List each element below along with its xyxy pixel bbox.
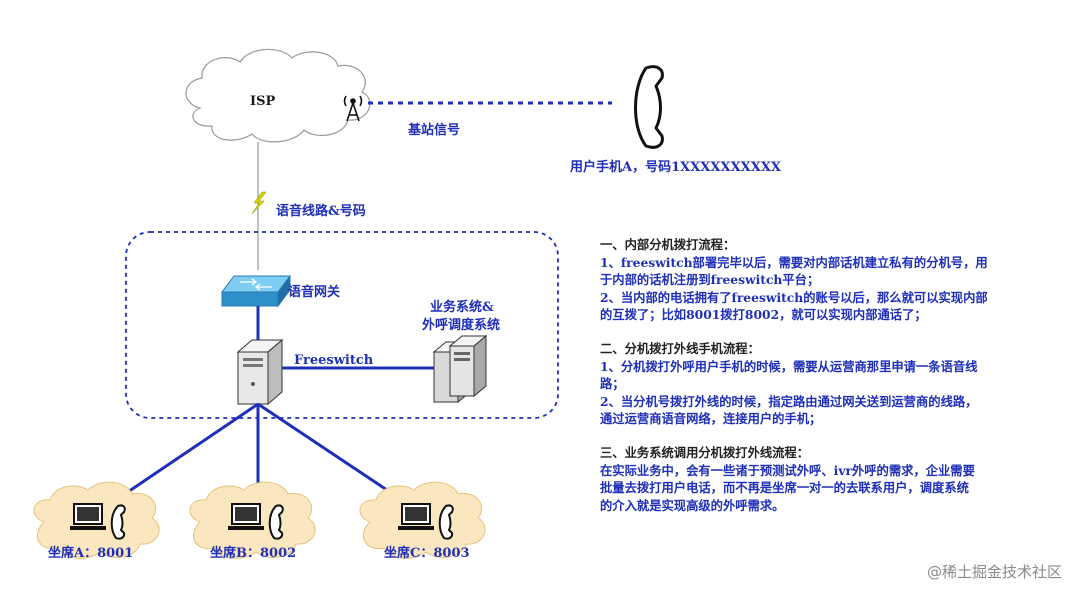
radio-tower-icon <box>343 95 363 122</box>
phone-handset-icon <box>634 65 664 149</box>
note-section-external: 二、分机拨打外线手机流程： 1、分机拨打外呼用户手机的时候，需要从运营商那里申请… <box>600 340 1010 428</box>
note-title: 二、分机拨打外线手机流程： <box>600 340 760 356</box>
note-line: 2、当分机号拨打外线的时候，指定路由通过网关送到运营商的线路， <box>600 393 978 409</box>
note-line: 1、分机拨打外呼用户手机的时候，需要从运营商那里申请一条语音线 <box>600 358 978 374</box>
gateway-label: 语音网关 <box>288 285 341 300</box>
note-line: 的介入就是实现高级的外呼需求。 <box>600 497 785 513</box>
note-line: 2、当内部的电话拥有了freeswitch的账号以后，那么就可以实现内部 <box>600 289 988 305</box>
note-line: 路； <box>600 376 625 392</box>
freeswitch-server-icon <box>236 338 284 406</box>
seat-a-phone-icon <box>110 504 126 540</box>
isp-label: ISP <box>250 94 276 109</box>
business-server-icon <box>432 334 488 404</box>
lightning-icon <box>251 191 267 215</box>
seat-a-line <box>115 402 259 502</box>
seat-b-label: 坐席B：8002 <box>210 546 297 561</box>
seat-c-label: 坐席C：8003 <box>384 546 470 561</box>
note-line: 的互拨了；比如8001拨打8002，就可以实现内部通话了； <box>600 307 927 323</box>
note-line: 在实际业务中，会有一些诸于预测试外呼、ivr外呼的需求，企业需要 <box>600 462 975 478</box>
note-title: 一、内部分机拨打流程： <box>600 237 736 252</box>
note-line: 通过运营商语音网络，连接用户的手机； <box>600 411 822 427</box>
lan-boundary <box>125 231 559 419</box>
voice-line-label: 语音线路&号码 <box>276 204 366 219</box>
seat-c-computer-icon <box>398 503 434 530</box>
freeswitch-label: Freeswitch <box>294 353 374 368</box>
seat-b-phone-icon <box>268 504 284 540</box>
gateway-switch-icon <box>221 274 291 308</box>
base-station-label: 基站信号 <box>408 123 461 138</box>
business-system-label-line2: 外呼调度系统 <box>422 318 501 333</box>
note-section-business: 三、业务系统调用分机拨打外线流程： 在实际业务中，会有一些诸于预测试外呼、ivr… <box>600 444 1010 514</box>
note-line: 于内部的话机注册到freeswitch平台； <box>600 272 820 288</box>
process-notes: 一、内部分机拨打流程： 1、freeswitch部署完毕以后，需要对内部话机建立… <box>600 236 1010 530</box>
seat-c-phone-icon <box>438 504 454 540</box>
note-section-internal: 一、内部分机拨打流程： 1、freeswitch部署完毕以后，需要对内部话机建立… <box>600 236 1010 324</box>
seat-a-label: 坐席A：8001 <box>48 546 134 561</box>
business-system-label-line1: 业务系统& <box>430 300 494 315</box>
isp-cloud <box>185 48 371 143</box>
note-title: 三、业务系统调用分机拨打外线流程： <box>600 444 810 460</box>
seat-c-line <box>257 402 403 502</box>
watermark: @稀土掘金技术社区 <box>926 563 1062 581</box>
seat-b-computer-icon <box>228 503 264 530</box>
seat-a-computer-icon <box>70 503 106 530</box>
user-phone-label: 用户手机A，号码1XXXXXXXXXX <box>570 160 781 175</box>
note-line: 1、freeswitch部署完毕以后，需要对内部话机建立私有的分机号，用 <box>600 254 988 270</box>
note-line: 批量去拨打用户电话，而不再是坐席一对一的去联系用户，调度系统 <box>600 480 969 496</box>
